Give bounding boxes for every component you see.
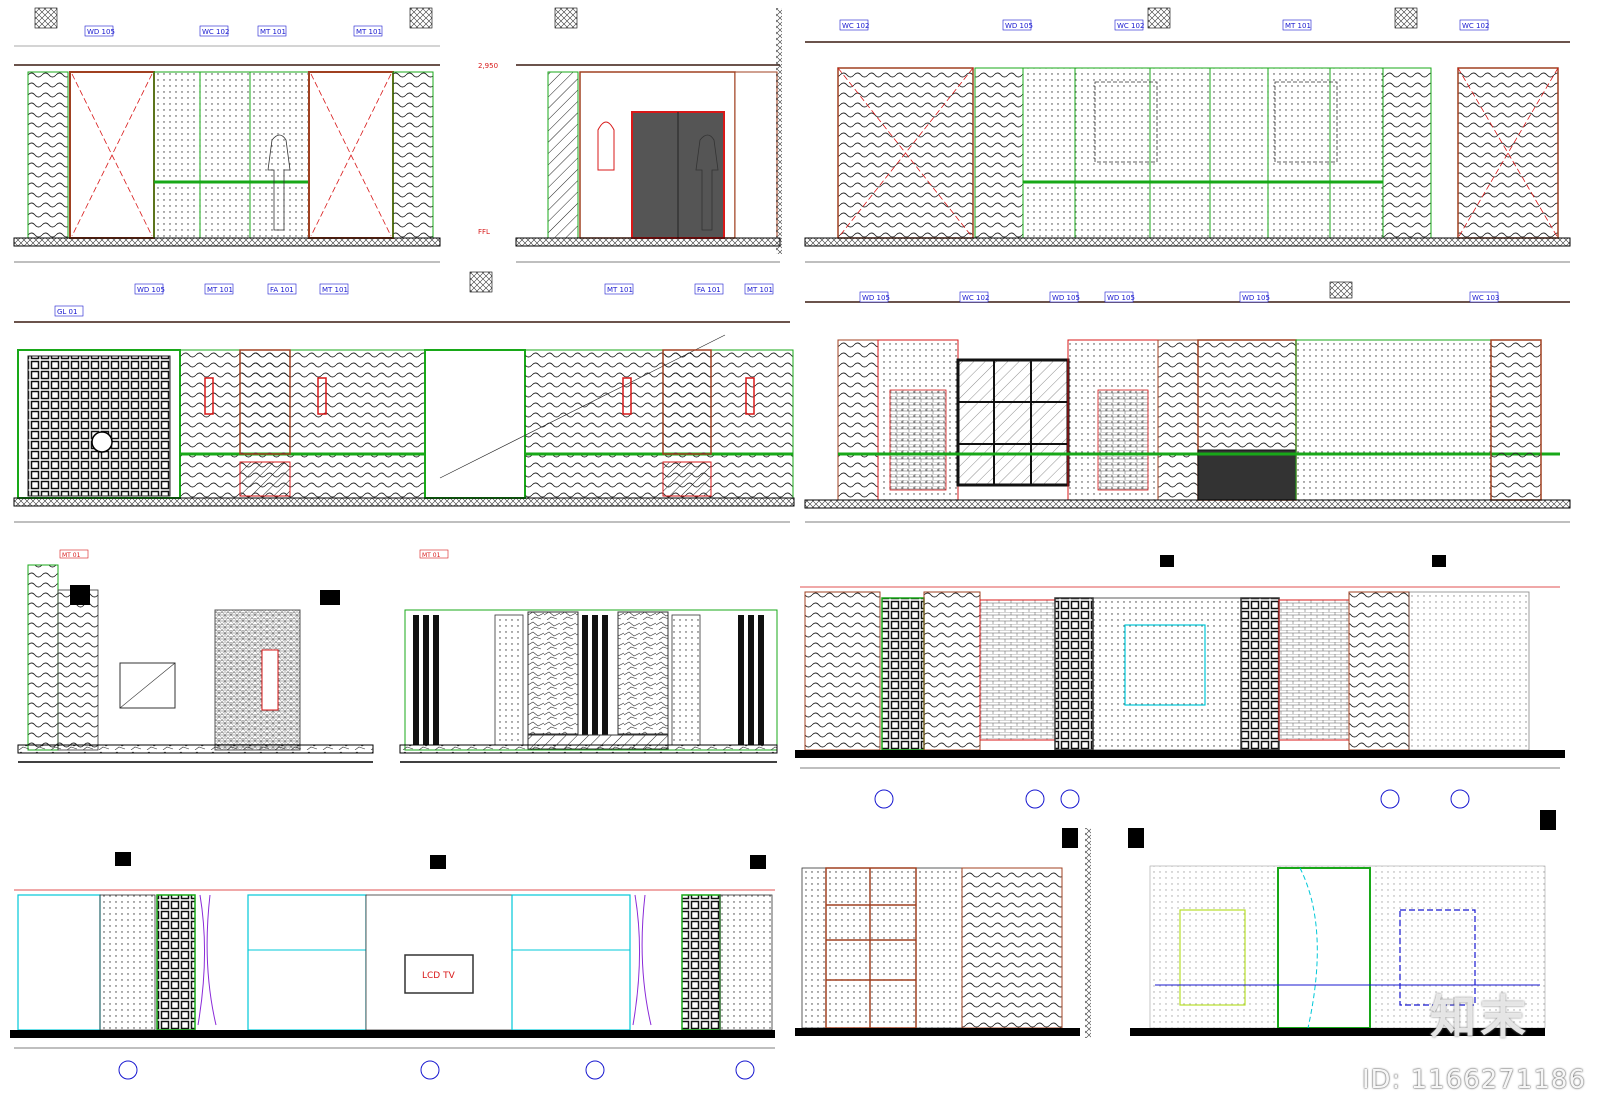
tag-gl01: GL 01 [57, 308, 77, 316]
tag-wc102-c: WC 102 [1117, 22, 1144, 30]
tag-mt101-g: MT 101 [747, 286, 773, 294]
elevation-panel-5: WD 105 WC 102 WD 105 WD 105 WD 105 WC 10… [804, 281, 1571, 523]
tag-wc102-a: WC 102 [202, 28, 229, 36]
watermark-id: ID: 1166271186 [1361, 1065, 1586, 1095]
tag-wd105-g: WD 105 [1242, 294, 1270, 302]
elevation-panel-4: GL 01 WD 105 MT 101 FA 101 MT 101 MT 101… [13, 271, 795, 523]
tag-mt101-b: MT 101 [356, 28, 382, 36]
tv-label: LCD TV [422, 971, 456, 981]
level-floor: FFL [478, 228, 490, 236]
tag-wd105-e: WD 105 [1052, 294, 1080, 302]
tag-mt101-c: MT 101 [1285, 22, 1311, 30]
tag-mt101-f: MT 101 [607, 286, 633, 294]
tag-wc102-b: WC 102 [842, 22, 869, 30]
elevation-panel-2: 2,950 FFL [478, 7, 782, 263]
elevation-panel-10 [795, 828, 1091, 1038]
tag-mt01-a: MT 01 [62, 552, 81, 559]
tag-wc103: WC 103 [1472, 294, 1499, 302]
tag-wc102-d: WC 102 [1462, 22, 1489, 30]
tag-wd105-d: WD 105 [862, 294, 890, 302]
tag-mt101-e: MT 101 [322, 286, 348, 294]
watermark-logo: 知末 [1430, 990, 1530, 1044]
elevation-panel-11 [1128, 810, 1556, 1036]
tag-wd105-c: WD 105 [137, 286, 165, 294]
elevation-panel-7: MT 01 [399, 549, 778, 763]
tag-wc102-e: WC 102 [962, 294, 989, 302]
elevation-panel-8 [795, 555, 1565, 809]
tag-wd105-a: WD 105 [87, 28, 115, 36]
elevation-panel-9: LCD TV [10, 852, 775, 1080]
tag-fa101-b: FA 101 [697, 286, 721, 294]
elevation-panel-6: MT 01 [17, 549, 374, 763]
elevation-panel-1: WD 105 WC 102 MT 101 MT 101 [13, 7, 441, 263]
tag-wd105-b: WD 105 [1005, 22, 1033, 30]
tag-mt101-a: MT 101 [260, 28, 286, 36]
tag-mt01-b: MT 01 [422, 552, 441, 559]
elevation-panel-3: WC 102 WD 105 WC 102 MT 101 WC 102 [804, 7, 1571, 263]
level-top: 2,950 [478, 62, 498, 70]
tag-fa101-a: FA 101 [270, 286, 294, 294]
tag-wd105-f: WD 105 [1107, 294, 1135, 302]
tag-mt101-d: MT 101 [207, 286, 233, 294]
